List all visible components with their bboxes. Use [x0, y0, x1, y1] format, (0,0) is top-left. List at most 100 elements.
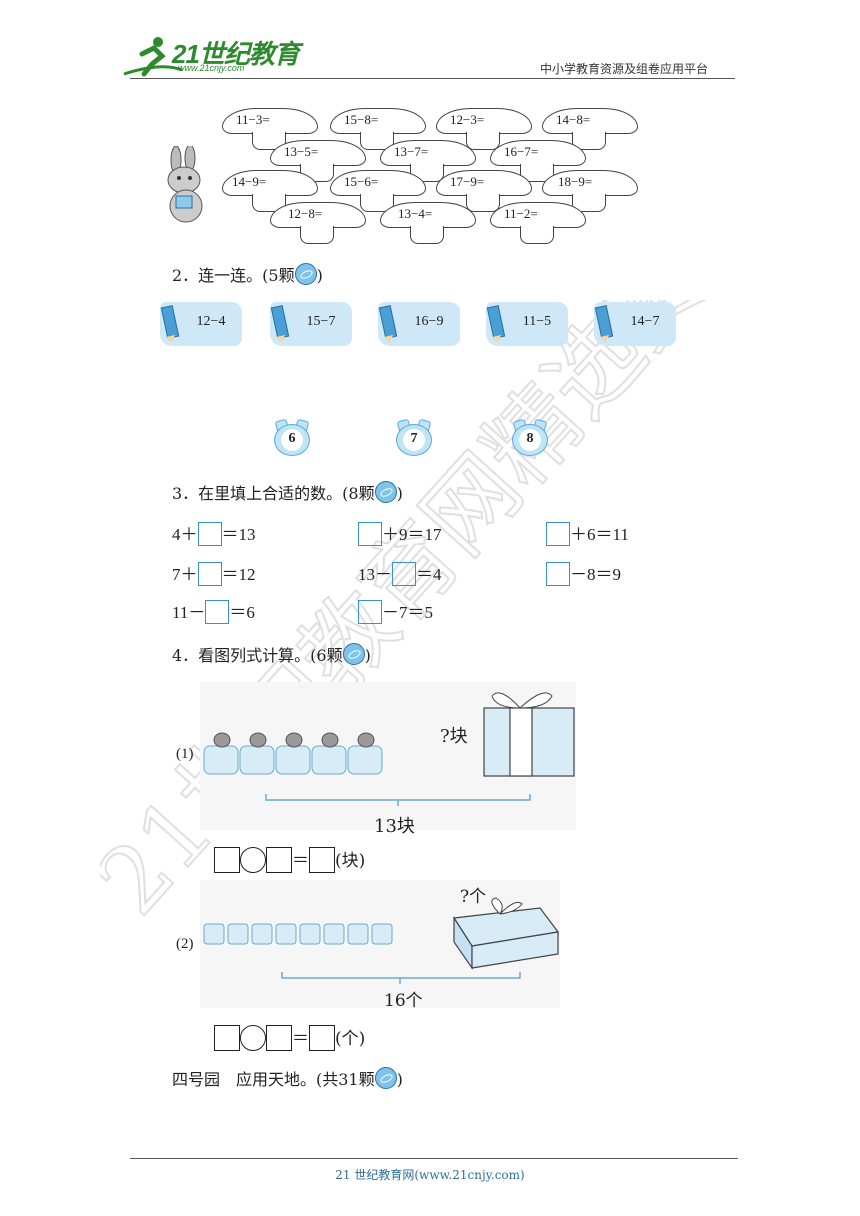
header-divider: [130, 78, 735, 79]
answer-box[interactable]: [309, 847, 335, 873]
pencil-expression: 14−7: [630, 314, 660, 329]
mushroom-equation: 14−9=: [232, 174, 267, 189]
mushroom-card: 16−7=: [490, 140, 586, 184]
equals-sign: ＝: [292, 1029, 309, 1049]
picture-1-question: ?块: [440, 726, 468, 747]
answer-row-2: ＝ (个): [214, 1024, 365, 1051]
pencil-card[interactable]: 16−9: [378, 302, 460, 346]
mushroom-card: 15−8=: [330, 108, 426, 152]
equals-sign: ＝: [292, 851, 309, 871]
equation-text: ＝6: [229, 603, 255, 622]
equation-row: 7＋ ＝12: [172, 560, 256, 586]
q2-title: 2．连一连。(5颗): [172, 262, 323, 286]
pencil-icon: [270, 305, 290, 339]
mushroom-equation: 17−9=: [450, 174, 485, 189]
mushroom-card: 11−3=: [222, 108, 318, 152]
equation-row: 4＋＝13: [172, 520, 256, 546]
pencil-card[interactable]: 12−4: [160, 302, 242, 346]
unit-text: (块): [335, 851, 366, 871]
equation-row: ＋9＝17: [358, 520, 442, 546]
operator-circle[interactable]: [240, 847, 266, 873]
equation-row: ＋6＝11: [546, 520, 629, 546]
q3-title-close: ): [396, 484, 403, 503]
coin-icon: [294, 263, 317, 285]
pencil-expression: 12−4: [196, 314, 226, 329]
answer-row-1: ＝ (块): [214, 846, 365, 873]
pencil-card[interactable]: 11−5: [486, 302, 568, 346]
answer-box[interactable]: [266, 847, 292, 873]
pencil-expression: 11−5: [522, 314, 552, 329]
q2-title-close: ): [316, 266, 323, 285]
section4-title: 四号园 应用天地。(共31颗): [172, 1066, 403, 1090]
coin-icon: [374, 481, 397, 503]
mushroom-equation: 12−3=: [450, 112, 485, 127]
mushroom-equation: 15−8=: [344, 112, 379, 127]
pencil-icon: [160, 305, 180, 339]
q2-title-text: 2．连一连。(5颗: [172, 266, 295, 285]
q4-title-text: 4．看图列式计算。(6颗: [172, 646, 343, 665]
picture-2-question: ?个: [460, 887, 487, 907]
pencil-icon: [378, 305, 398, 339]
equation-text: 7＋: [172, 565, 198, 584]
equation-text: 13－: [358, 565, 392, 584]
owl-number: 7: [410, 431, 418, 446]
picture-1-label: (1): [176, 746, 194, 762]
owl-answer[interactable]: 7: [396, 418, 432, 460]
operator-circle[interactable]: [240, 1025, 266, 1051]
answer-box[interactable]: [214, 1025, 240, 1051]
pencil-card[interactable]: 15−7: [270, 302, 352, 346]
mushroom-equation: 14−8=: [556, 112, 591, 127]
mushroom-equation: 13−4=: [398, 206, 433, 221]
answer-box[interactable]: [358, 600, 382, 624]
mushroom-card: 15−6=: [330, 170, 426, 214]
mushroom-equation: 18−9=: [558, 174, 593, 189]
answer-box[interactable]: [197, 522, 222, 546]
answer-box[interactable]: [205, 600, 230, 624]
mushroom-card: 11−2=: [490, 202, 586, 246]
unit-text: (个): [335, 1029, 366, 1049]
pencil-card[interactable]: 14−7: [594, 302, 676, 346]
owl-number: 8: [526, 431, 534, 446]
equation-row: 11－＝6: [172, 598, 255, 624]
cakes-and-gift-illustration: [203, 692, 575, 806]
equation-text: ＋9＝17: [382, 525, 442, 544]
equation-text: ＋6＝11: [570, 525, 629, 544]
section4-title-close: ): [396, 1070, 403, 1089]
mushroom-equation: 13−5=: [284, 144, 319, 159]
q4-title-close: ): [364, 646, 371, 665]
footer-text: 21 世纪教育网(www.21cnjy.com): [335, 1168, 525, 1182]
equation-text: ＝12: [221, 565, 256, 584]
q4-title: 4．看图列式计算。(6颗): [172, 642, 371, 666]
logo-runner-icon: [123, 37, 183, 77]
pencil-expression: 15−7: [306, 314, 336, 329]
picture-2-total: 16个: [384, 991, 423, 1011]
header-platform-text: 中小学教育资源及组卷应用平台: [540, 62, 709, 76]
owl-answer[interactable]: 8: [512, 418, 548, 460]
footer-divider: [130, 1158, 738, 1159]
mushroom-card: 14−8=: [542, 108, 638, 152]
answer-box[interactable]: [266, 1025, 292, 1051]
equation-row: －8＝9: [546, 560, 621, 586]
mushroom-card: 12−8=: [270, 202, 366, 246]
mushroom-card: 17−9=: [436, 170, 532, 214]
logo-text: 21世纪教育: [172, 39, 300, 69]
answer-box[interactable]: [546, 562, 570, 586]
mushroom-equation: 11−2=: [504, 206, 538, 221]
pencil-expression: 16−9: [414, 314, 444, 329]
mushroom-card: 14−9=: [222, 170, 318, 214]
answer-box[interactable]: [358, 522, 382, 546]
answer-box[interactable]: [309, 1025, 335, 1051]
section4-title-text: 四号园 应用天地。(共31颗: [172, 1070, 375, 1089]
answer-box[interactable]: [546, 522, 570, 546]
answer-box[interactable]: [214, 847, 240, 873]
owl-answer[interactable]: 6: [274, 418, 310, 460]
mushroom-card: 13−4=: [380, 202, 476, 246]
cups-and-gift-illustration: [203, 897, 560, 984]
answer-box[interactable]: [197, 562, 222, 586]
pencil-icon: [486, 305, 506, 339]
equation-row: 13－＝4: [358, 560, 442, 586]
answer-box[interactable]: [392, 562, 416, 586]
q3-title-text: 3．在里填上合适的数。(8颗: [172, 484, 375, 503]
coin-icon: [374, 1067, 397, 1089]
equation-text: －8＝9: [570, 565, 621, 584]
